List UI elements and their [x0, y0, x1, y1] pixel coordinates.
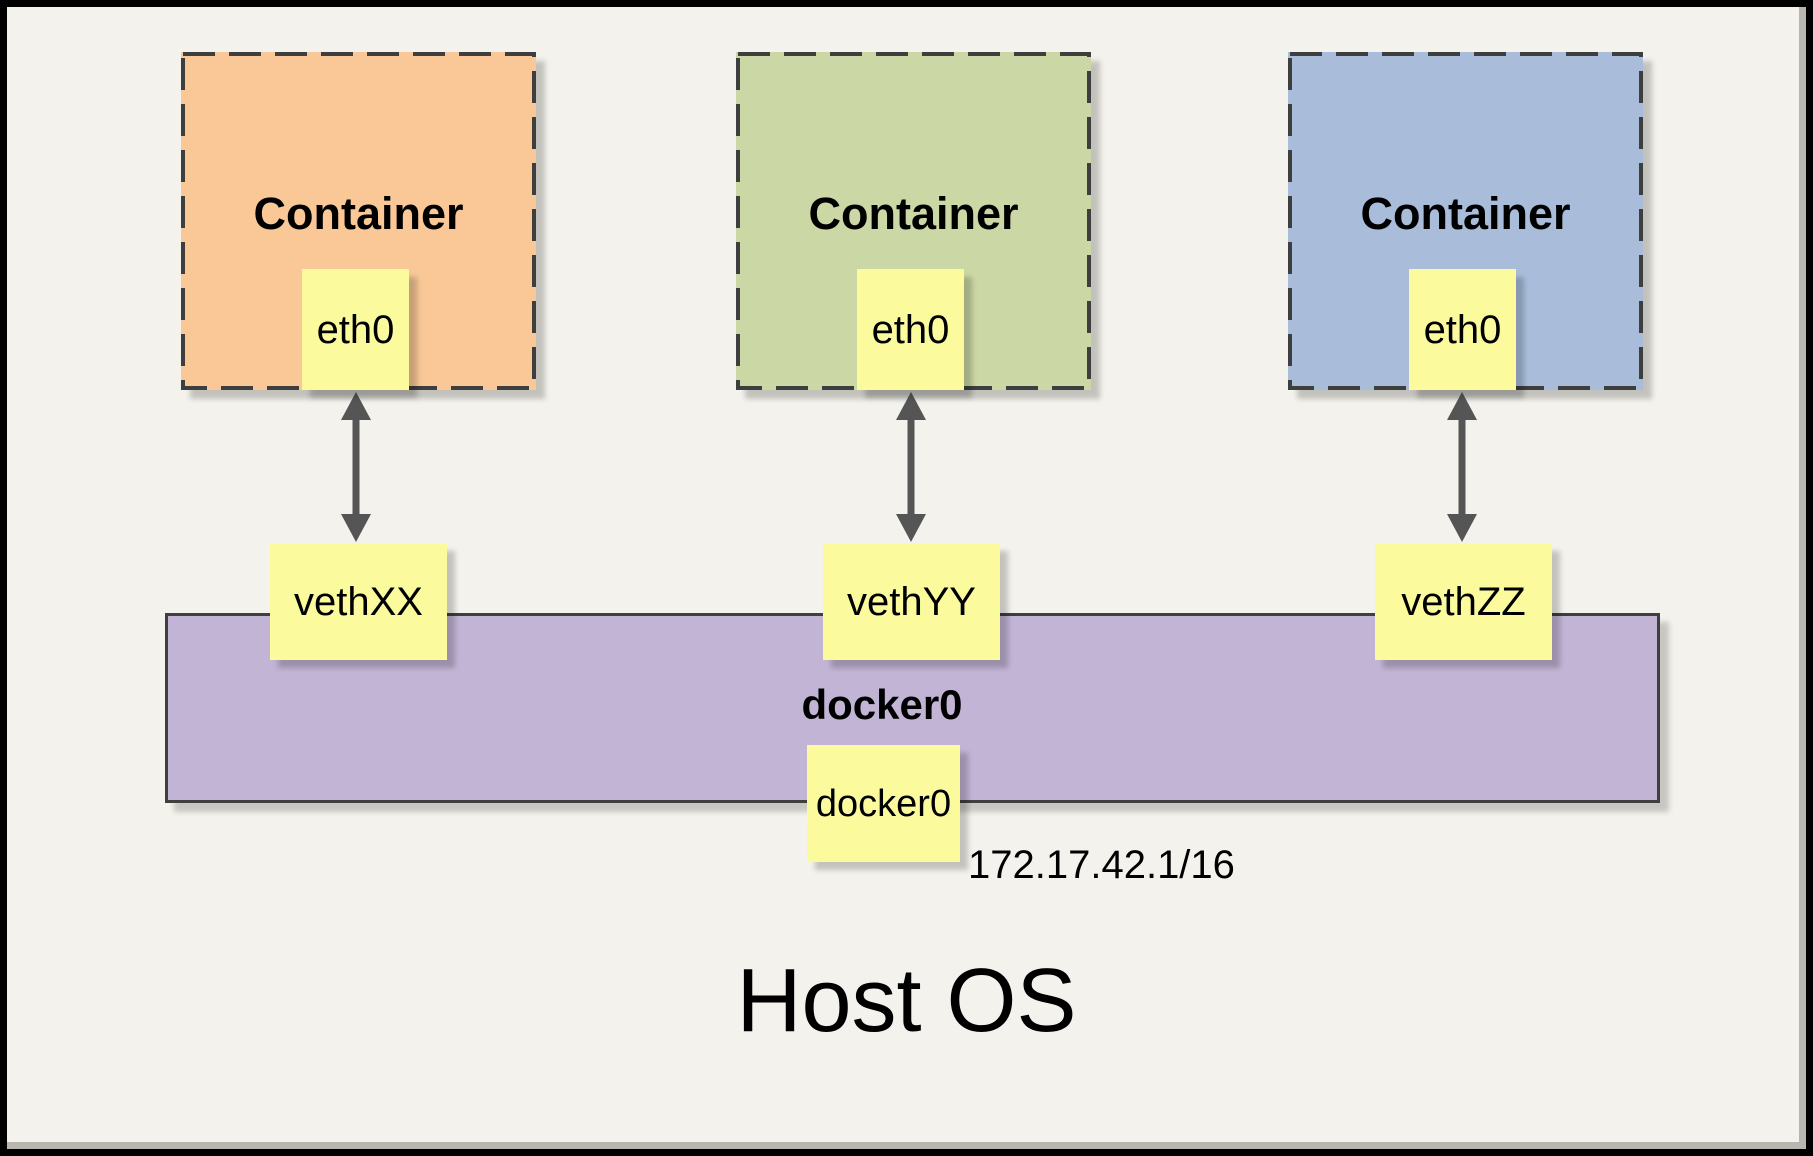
eth0-veth-double-arrow-icon	[341, 392, 371, 542]
veth-label: vethXX	[294, 579, 423, 624]
eth0-label: eth0	[871, 307, 950, 352]
container-box-1: Container eth0	[181, 52, 536, 390]
container-title: Container	[808, 188, 1019, 239]
veth-endpoint-note: vethXX	[270, 543, 447, 660]
eth0-interface-note: eth0	[857, 269, 964, 390]
container-box-3: Container eth0	[1288, 52, 1643, 390]
docker0-bridge-title: docker0	[801, 681, 963, 728]
veth-label: vethZZ	[1401, 579, 1526, 624]
host-os-title: Host OS	[736, 951, 1077, 1051]
veth-label: vethYY	[847, 579, 976, 624]
eth0-label: eth0	[316, 307, 395, 352]
eth0-label: eth0	[1423, 307, 1502, 352]
container-title: Container	[1360, 188, 1571, 239]
eth0-veth-double-arrow-icon	[1447, 392, 1477, 542]
dashed-border	[1288, 52, 1643, 390]
docker0-label: docker0	[815, 782, 952, 825]
container-box-2: Container eth0	[736, 52, 1091, 390]
bridge-ip-label: 172.17.42.1/16	[968, 843, 1235, 887]
dashed-border	[736, 52, 1091, 390]
eth0-veth-double-arrow-icon	[896, 392, 926, 542]
eth0-interface-note: eth0	[302, 269, 409, 390]
eth0-interface-note: eth0	[1409, 269, 1516, 390]
dashed-border	[181, 52, 536, 390]
docker0-interface-note: docker0	[807, 745, 960, 862]
veth-endpoint-note: vethZZ	[1375, 543, 1552, 660]
veth-endpoint-note: vethYY	[823, 543, 1000, 660]
container-title: Container	[253, 188, 464, 239]
